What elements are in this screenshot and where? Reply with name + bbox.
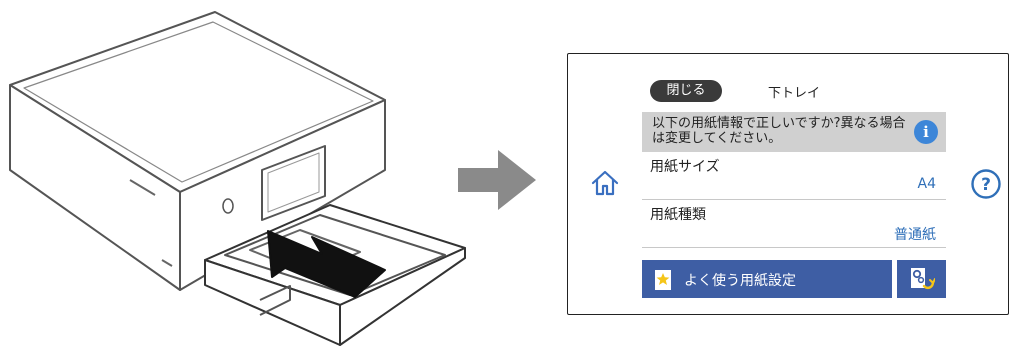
paper-settings-button[interactable]	[897, 260, 946, 298]
paper-type-field[interactable]: 用紙種類 普通紙	[642, 202, 946, 248]
printer-icon	[9, 11, 386, 291]
lcd-screen: 閉じる 下トレイ 以下の用紙情報で正しいですか?異なる場合は変更してください。 …	[567, 53, 1009, 315]
favorite-paper-settings-button[interactable]: よく使う用紙設定	[642, 260, 892, 298]
paper-type-label: 用紙種類	[650, 207, 706, 223]
confirmation-message-box: 以下の用紙情報で正しいですか?異なる場合は変更してください。 i	[642, 112, 946, 152]
insert-arrow-icon	[267, 230, 386, 298]
paper-settings-icon	[911, 268, 935, 290]
svg-text:?: ?	[981, 175, 991, 195]
printer-illustration	[9, 11, 466, 346]
paper-type-value: 普通紙	[894, 227, 936, 243]
tray-label: 下トレイ	[768, 86, 821, 101]
confirmation-message: 以下の用紙情報で正しいですか?異なる場合は変更してください。	[652, 116, 906, 146]
close-button[interactable]: 閉じる	[650, 80, 722, 102]
right-arrow-icon	[458, 150, 536, 210]
info-icon[interactable]: i	[914, 120, 938, 144]
field-divider	[642, 247, 946, 248]
home-icon	[591, 170, 619, 196]
paper-size-label: 用紙サイズ	[650, 159, 720, 175]
favorite-star-icon	[655, 270, 671, 290]
field-divider	[642, 199, 946, 200]
help-icon: ?	[971, 169, 1001, 199]
home-button[interactable]	[590, 168, 620, 198]
favorite-paper-settings-label: よく使う用紙設定	[684, 273, 796, 289]
paper-size-value: A4	[917, 176, 936, 192]
paper-size-field[interactable]: 用紙サイズ A4	[642, 154, 946, 200]
help-button[interactable]: ?	[970, 168, 1002, 200]
